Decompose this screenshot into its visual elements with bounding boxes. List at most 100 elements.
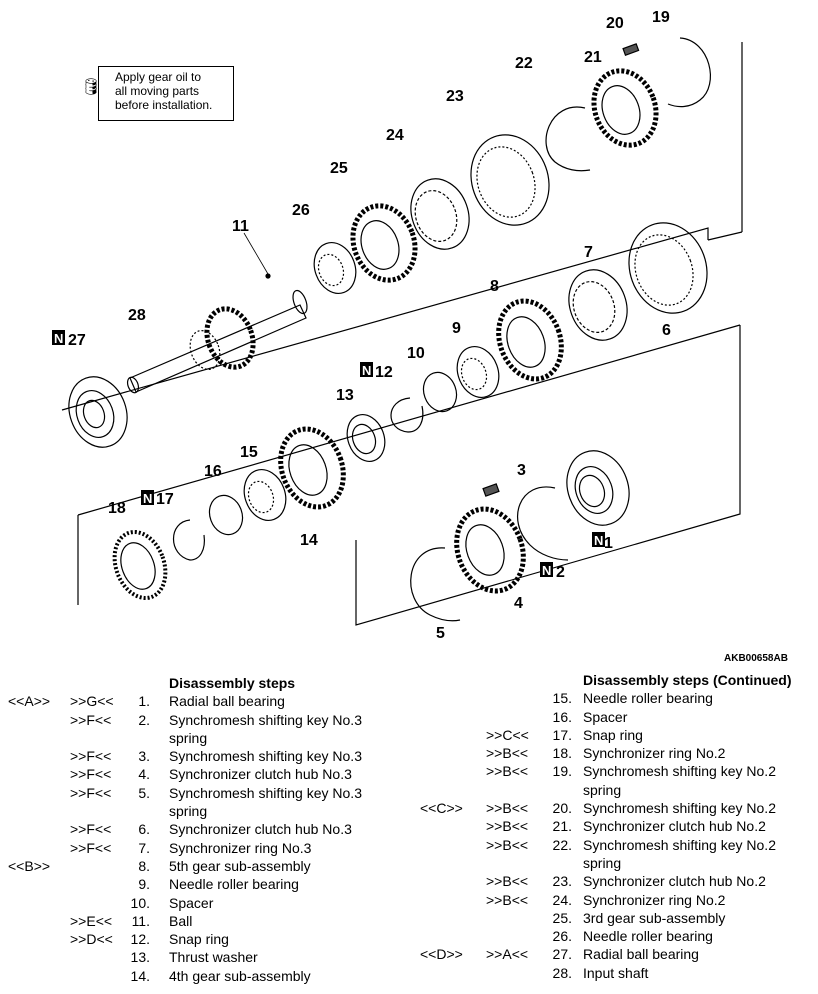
part-25-3rd-gear [350,203,418,283]
step-text: Radial ball bearing [583,946,699,963]
step-number: 8. [138,857,150,874]
callout-19: 19 [652,9,670,26]
step-ref-b: >>G<< [70,693,114,710]
step-ref-b: >>C<< [486,726,529,743]
new-part-badge-17: N [141,490,154,506]
step-text: Needle roller bearing [169,876,299,893]
step-text: Synchronizer clutch hub No.2 [583,873,766,890]
step-text: Radial ball bearing [169,693,285,710]
disassembly-steps-left: Disassembly steps <<A>>>>G<<1.Radial bal… [8,674,408,985]
callout-21: 21 [584,49,602,66]
step-text: 3rd gear sub-assembly [583,909,726,926]
step-text: 5th gear sub-assembly [169,857,311,874]
part-28-input-shaft [126,289,308,394]
step-ref-b: >>B<< [486,745,529,762]
part-24-synchronizer-ring [410,178,470,250]
callout-9: 9 [452,320,461,337]
new-part-badge-12: N [360,362,373,378]
step-number: 24. [552,891,572,908]
step-number: 21. [552,818,572,835]
step-number: 26. [552,928,572,945]
callout-25: 25 [330,160,348,177]
step-row: >>B<<21.Synchronizer clutch hub No.2 [420,817,816,835]
step-text: Needle roller bearing [583,690,713,707]
step-ref-b: >>B<< [486,836,529,853]
steps-title-right: Disassembly steps (Continued) [583,672,792,688]
step-text: Needle roller bearing [583,928,713,945]
part-15-needle-roller-bearing [243,469,287,521]
step-number: 28. [552,964,572,981]
svg-text:N: N [362,363,371,378]
callout-2: 2 [556,564,565,581]
svg-text:N: N [542,563,551,578]
step-number: 17. [552,726,572,743]
callout-5: 5 [436,625,445,642]
step-ref-b: >>A<< [486,946,529,963]
step-number: 10. [130,894,150,911]
step-ref-b: >>B<< [486,800,529,817]
frame-line-mid [61,227,709,411]
step-text: Synchromesh shifting key No.3 spring [169,711,362,746]
part-5-spring [410,547,461,622]
steps-title-left: Disassembly steps [169,675,296,691]
step-text: Snap ring [169,931,229,948]
step-number: 3. [138,748,150,765]
step-ref-b: >>F<< [70,766,112,783]
step-row: >>B<<23.Synchronizer clutch hub No.2 [420,872,816,890]
step-row: <<B>> 8. 5th gear sub-assembly [8,857,408,875]
step-number: 16. [552,708,572,725]
step-ref-a: <<C>> [420,800,463,817]
step-number: 4. [138,766,150,783]
gear-oil-note-text: Apply gear oil to all moving parts befor… [115,70,213,112]
step-row: >>B<<18.Synchronizer ring No.2 [420,744,816,762]
step-text: Spacer [169,894,214,911]
callout-16: 16 [204,463,222,480]
part-7-synchronizer-ring [568,269,628,341]
part-13-thrust-washer [346,414,386,462]
callout-26: 26 [292,202,310,219]
part-17-snap-ring [173,519,205,561]
step-text: Synchronizer clutch hub No.2 [583,818,766,835]
step-ref-b: >>F<< [70,821,112,838]
step-row: >>F<<2.Synchromesh shifting key No.3 spr… [8,711,408,748]
figure-id: AKB00658AB [724,653,788,664]
disassembly-steps-right: Disassembly steps (Continued) 15.Needle … [420,671,816,982]
step-number: 25. [552,909,572,926]
step-row: 15.Needle roller bearing [420,689,816,707]
part-12-snap-ring [390,397,424,433]
step-text: Synchronizer clutch hub No.3 [169,766,352,783]
step-text: Spacer [583,708,628,725]
step-text: Synchromesh shifting key No.3 [169,748,362,765]
step-row: <<A>>>>G<<1.Radial ball bearing [8,692,408,710]
new-part-badge-2: N [540,562,553,578]
step-row: >>F<<7.Synchronizer ring No.3 [8,839,408,857]
step-text: Synchronizer ring No.2 [583,745,726,762]
oil-can-icon: 🛢 [81,79,102,96]
step-ref-b: >>B<< [486,891,529,908]
step-text: Synchromesh shifting key No.2 spring [583,836,776,871]
step-row: <<D>>>>A<<27.Radial ball bearing [420,945,816,963]
callout-24: 24 [386,127,404,144]
step-number: 11. [131,912,150,929]
step-number: 13. [130,949,150,966]
step-text: Synchronizer clutch hub No.3 [169,821,352,838]
step-ref-a: <<B>> [8,857,51,874]
frame-line-lower-diag [77,324,741,516]
step-row: >>B<< 24. Synchronizer ring No.2 [420,891,816,909]
part-27-radial-ball-bearing [68,376,128,448]
step-number: 20. [552,800,572,817]
callout-17: 17 [156,491,174,508]
part-14-4th-gear [278,426,346,510]
step-text: Synchronizer ring No.2 [583,891,726,908]
callout-4: 4 [514,595,523,612]
step-row: 13.Thrust washer [8,948,408,966]
new-part-badges: N N N N N [52,330,605,578]
step-ref-b: >>F<< [70,711,112,728]
new-part-badge-27: N [52,330,65,346]
step-row: 26. Needle roller bearing [420,927,816,945]
step-number: 14. [130,967,150,984]
step-row: 14.4th gear sub-assembly [8,967,408,985]
callout-28: 28 [128,307,146,324]
step-ref-a: <<D>> [420,946,463,963]
step-row: >>F<< 4. Synchronizer clutch hub No.3 [8,765,408,783]
